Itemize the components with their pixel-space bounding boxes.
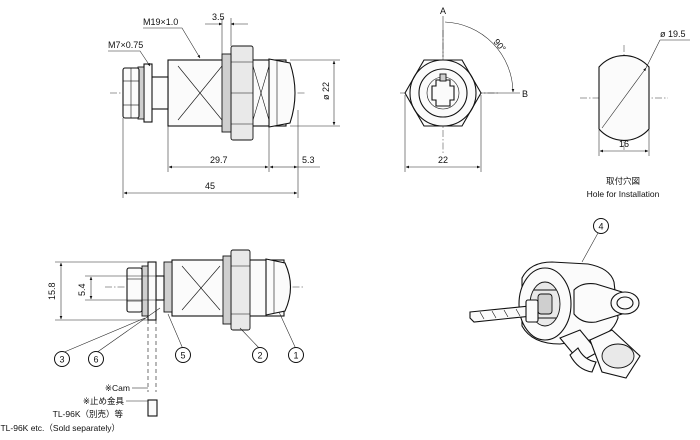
dim-height-15-8: 15.8: [47, 282, 57, 300]
side-view-top: 3.5 M19×1.0 M7×0.75 ø 22 29.7 5.3 45: [108, 12, 340, 198]
callout-1: 1: [288, 347, 304, 363]
dim-angle-90: 90°: [491, 37, 508, 54]
dim-height-5-4: 5.4: [77, 283, 87, 296]
point-a-label: A: [440, 6, 446, 16]
svg-text:4: 4: [598, 222, 603, 232]
dim-hex-22: 22: [438, 155, 448, 165]
hole-title-jp: 取付穴図: [606, 176, 640, 186]
dim-length-45: 45: [205, 181, 215, 191]
callout-6: 6: [88, 351, 104, 367]
callout-3: 3: [54, 351, 70, 367]
point-b-label: B: [522, 89, 528, 99]
svg-text:5: 5: [180, 351, 185, 361]
svg-text:6: 6: [93, 355, 98, 365]
side-view-bottom: 15.8 5.4: [47, 249, 305, 417]
dim-diameter-22: ø 22: [321, 82, 331, 100]
dim-thread-main: M19×1.0: [143, 17, 178, 27]
note-part-jp: TL-96K（別売）等: [53, 409, 124, 419]
dim-gap: 3.5: [212, 12, 225, 22]
dim-thread-small: M7×0.75: [108, 40, 143, 50]
front-view: A B 90° 22: [400, 6, 528, 172]
svg-text:1: 1: [293, 351, 298, 361]
callout-5: 5: [175, 347, 191, 363]
dim-length-5-3: 5.3: [302, 155, 315, 165]
dim-length-29-7: 29.7: [210, 155, 228, 165]
callout-2: 2: [252, 347, 268, 363]
callout-4: 4: [593, 218, 609, 234]
notes: ※Cam ※止め金具 TL-96K（別売）等 TL-96K etc.（Sold …: [0, 383, 148, 433]
hole-title-en: Hole for Installation: [587, 189, 660, 199]
note-part-en: TL-96K etc.（Sold separately）: [0, 423, 120, 433]
dim-width-16: 16: [619, 139, 629, 149]
dim-diameter-19-5: ø 19.5: [660, 29, 686, 39]
isometric-lock: [469, 232, 641, 379]
note-stopper: ※止め金具: [83, 396, 125, 406]
svg-text:2: 2: [257, 351, 262, 361]
note-cam: ※Cam: [105, 383, 130, 393]
svg-text:3: 3: [59, 355, 64, 365]
installation-hole: ø 19.5 16 取付穴図 Hole for Installation: [580, 29, 690, 199]
